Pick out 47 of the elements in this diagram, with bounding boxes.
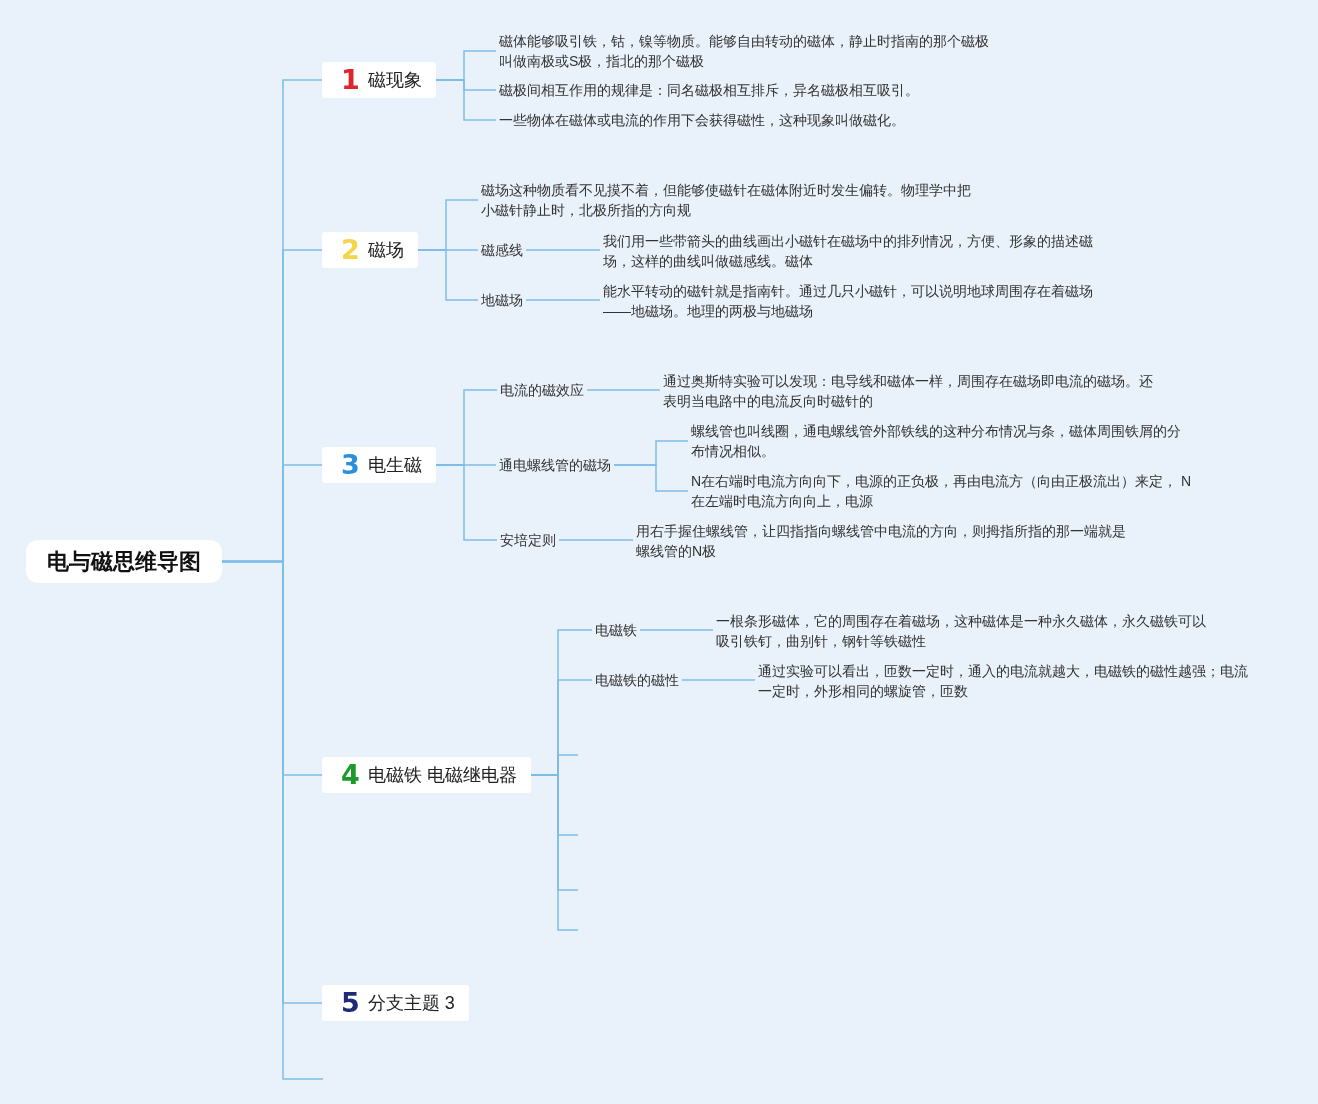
connector-line [681, 679, 756, 681]
topic-number: 4 [341, 760, 360, 790]
note-text: 用右手握住螺线管，让四指指向螺线管中电流的方向，则拇指所指的那一端就是螺线管的N极 [636, 521, 1130, 561]
note-text: 磁场这种物质看不见摸不着，但能够使磁针在磁体附近时发生偏转。物理学中把小磁针静止时，北极所指的方向规 [481, 180, 975, 220]
subtopic-label: 安培定则 [500, 530, 556, 550]
note-text: 能水平转动的磁针就是指南针。通过几只小磁针，可以说明地球周围存在着磁场——地磁场。地理的两极与地磁场 [603, 281, 1097, 321]
note-text: 螺线管也叫线圈，通电螺线管外部铁线的这种分布情况与条，磁体周围铁屑的分布情况相似。 [691, 421, 1185, 461]
note-text: 通过奥斯特实验可以发现：电导线和磁体一样，周围存在磁场即电流的磁场。还表明当电路中的电流反向时磁针的 [663, 371, 1157, 411]
connector-line [221, 560, 324, 1080]
connector-line [525, 249, 601, 251]
topic-number: 2 [341, 235, 360, 265]
connector-line [639, 629, 714, 631]
note-text: 一些物体在磁体或电流的作用下会获得磁性，这种现象叫做磁化。 [499, 110, 905, 130]
connector-line [435, 79, 497, 121]
subtopic-label: 通电螺线管的磁场 [499, 455, 611, 475]
topic-box [322, 985, 469, 1021]
subtopic-label: 地磁场 [481, 290, 523, 310]
note-text: 我们用一些带箭头的曲线画出小磁针在磁场中的排列情况，方便、形象的描述磁场，这样的曲线叫做磁感线。磁体 [603, 231, 1097, 271]
connector-line [435, 464, 498, 541]
connector-line [558, 539, 634, 541]
topic-label: 电生磁 [367, 454, 422, 477]
note-text: N在右端时电流方向向下，电源的正负极，再由电流方（向由正极流出）来定， N在左端时电流方向向上，电源 [691, 471, 1199, 511]
topic-number: 5 [341, 988, 360, 1018]
subtopic-label: 电流的磁效应 [500, 380, 584, 400]
subtopic-label: 电磁铁 [595, 620, 637, 640]
note-text: 一根条形磁体，它的周围存在着磁场，这种磁体是一种永久磁体，永久磁铁可以吸引铁钉，曲别针，钢针等铁磁性 [716, 611, 1210, 651]
subtopic-label: 磁感线 [481, 240, 523, 260]
connector-line [525, 299, 601, 301]
note-text: 磁极间相互作用的规律是：同名磁极相互排斥，异名磁极相互吸引。 [499, 80, 919, 100]
topic-box [322, 62, 436, 98]
connector-line [613, 464, 689, 492]
subtopic-label: 电磁铁的磁性 [595, 670, 679, 690]
topic-label: 电磁铁 电磁继电器 [367, 764, 517, 787]
connector-line [586, 389, 661, 391]
topic-label: 分支主题 3 [367, 992, 455, 1015]
connector-line [417, 249, 479, 301]
topic-number: 3 [341, 450, 360, 480]
topic-label: 磁现象 [367, 69, 422, 92]
connector-line [530, 774, 579, 931]
topic-number: 1 [341, 65, 360, 95]
topic-box [322, 447, 436, 483]
note-text: 通过实验可以看出，匝数一定时，通入的电流就越大，电磁铁的磁性越强；电流一定时，外形相同的螺旋管，匝数 [758, 661, 1252, 701]
topic-box [322, 232, 418, 268]
note-text: 磁体能够吸引铁，钴，镍等物质。能够自由转动的磁体，静止时指南的那个磁极叫做南极或S极，指北的那个磁极 [499, 31, 993, 71]
central-topic-box: 电与磁思维导图 [26, 540, 222, 583]
topic-label: 磁场 [367, 239, 404, 262]
topic-box [322, 757, 531, 793]
